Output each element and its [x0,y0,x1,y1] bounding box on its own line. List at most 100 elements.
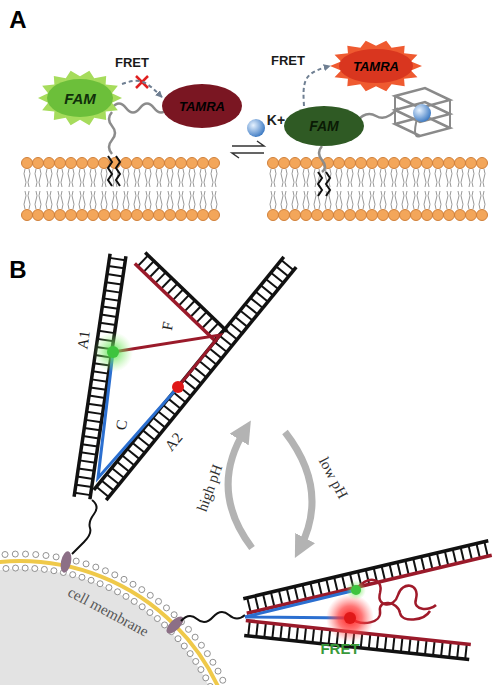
lipid-head [106,585,112,591]
lipid [88,158,99,221]
base-pair [310,583,313,598]
base-pair [209,348,221,358]
lipid-head [356,158,367,169]
base-pair [385,636,387,651]
lipid-head [198,158,209,169]
lipid [143,158,154,221]
lipid-head [147,609,153,615]
lipid-head [345,158,356,169]
base-pair [76,485,92,487]
base-pair [168,399,180,409]
lipid [422,158,433,221]
blocked-mark [136,76,148,88]
lipid-tail [145,169,151,209]
base-pair [287,588,290,603]
lipid-head [79,574,85,580]
lipid-head [33,210,44,221]
lipid-head [279,210,290,221]
lipid-head [400,158,411,169]
lipid-head [22,210,33,221]
dna-duplex [135,253,227,343]
lipid [356,158,367,221]
base-pair [163,405,175,415]
lipid [444,158,455,221]
lipid-head [139,604,145,610]
base-pair [281,260,293,270]
dye-name: FAM [64,91,96,106]
strand-name: A1 [75,330,92,350]
base-pair [405,560,408,575]
lipid-head [93,564,99,570]
lipid-head [378,210,389,221]
base-pair [449,642,451,657]
lipid-head [163,605,169,611]
base-pair [81,452,97,454]
lipid [433,158,444,221]
base-pair [409,638,411,653]
lipid-head [97,581,103,587]
lipid-head [121,158,132,169]
lipid-tail [457,169,463,209]
base-pair [369,634,371,649]
lipid-head [422,158,433,169]
lipid-head [367,158,378,169]
base-pair [240,310,252,320]
lipid-head [121,576,127,582]
lipid-head [181,643,187,649]
lipid-head [477,158,488,169]
base-pair [248,621,250,636]
fam-dye [107,346,119,358]
backbone [135,263,217,342]
base-pair [85,420,101,422]
base-pair [93,371,109,373]
lipid [477,158,488,221]
base-pair [144,261,154,272]
base-pair [465,644,467,659]
lipid-head [165,158,176,169]
lipid-head [110,210,121,221]
lipid-tail [189,169,195,209]
dye-name: TAMRA [353,60,399,73]
lipid [132,158,143,221]
lipid-tail [435,169,441,209]
lipid-head [444,158,455,169]
base-pair [103,298,119,300]
lipid-head [66,210,77,221]
lipid-head [411,210,422,221]
base-pair [143,430,155,440]
base-pair [304,627,306,642]
base-pair [138,255,148,266]
lipid [55,158,66,221]
lipid-tail [211,169,217,209]
lipid-head [301,210,312,221]
base-pair [122,455,134,465]
base-pair [78,468,94,470]
dna-strand [356,108,398,122]
fam-dye [351,585,361,595]
lipid [378,158,389,221]
dye-name: FAM [309,119,339,133]
base-pair [280,624,282,639]
lipid-head [466,158,477,169]
lipid-head [444,210,455,221]
lipid [121,158,132,221]
lipid-head [121,210,132,221]
lipid-head [77,158,88,169]
base-pair [149,267,159,278]
base-pair [185,301,195,312]
lipid [466,158,477,221]
base-pair [148,424,160,434]
lipid-tail [24,169,30,209]
base-pair [179,295,189,306]
lipid-head [143,210,154,221]
base-pair [313,628,315,643]
lipid-head [466,210,477,221]
lipid-head [22,565,28,571]
lipid-head [22,158,33,169]
edge-label: FRET [115,56,149,69]
lipid-head [209,158,220,169]
lipid-head [433,158,444,169]
base-pair [326,579,329,594]
fret-arrow [304,66,330,106]
